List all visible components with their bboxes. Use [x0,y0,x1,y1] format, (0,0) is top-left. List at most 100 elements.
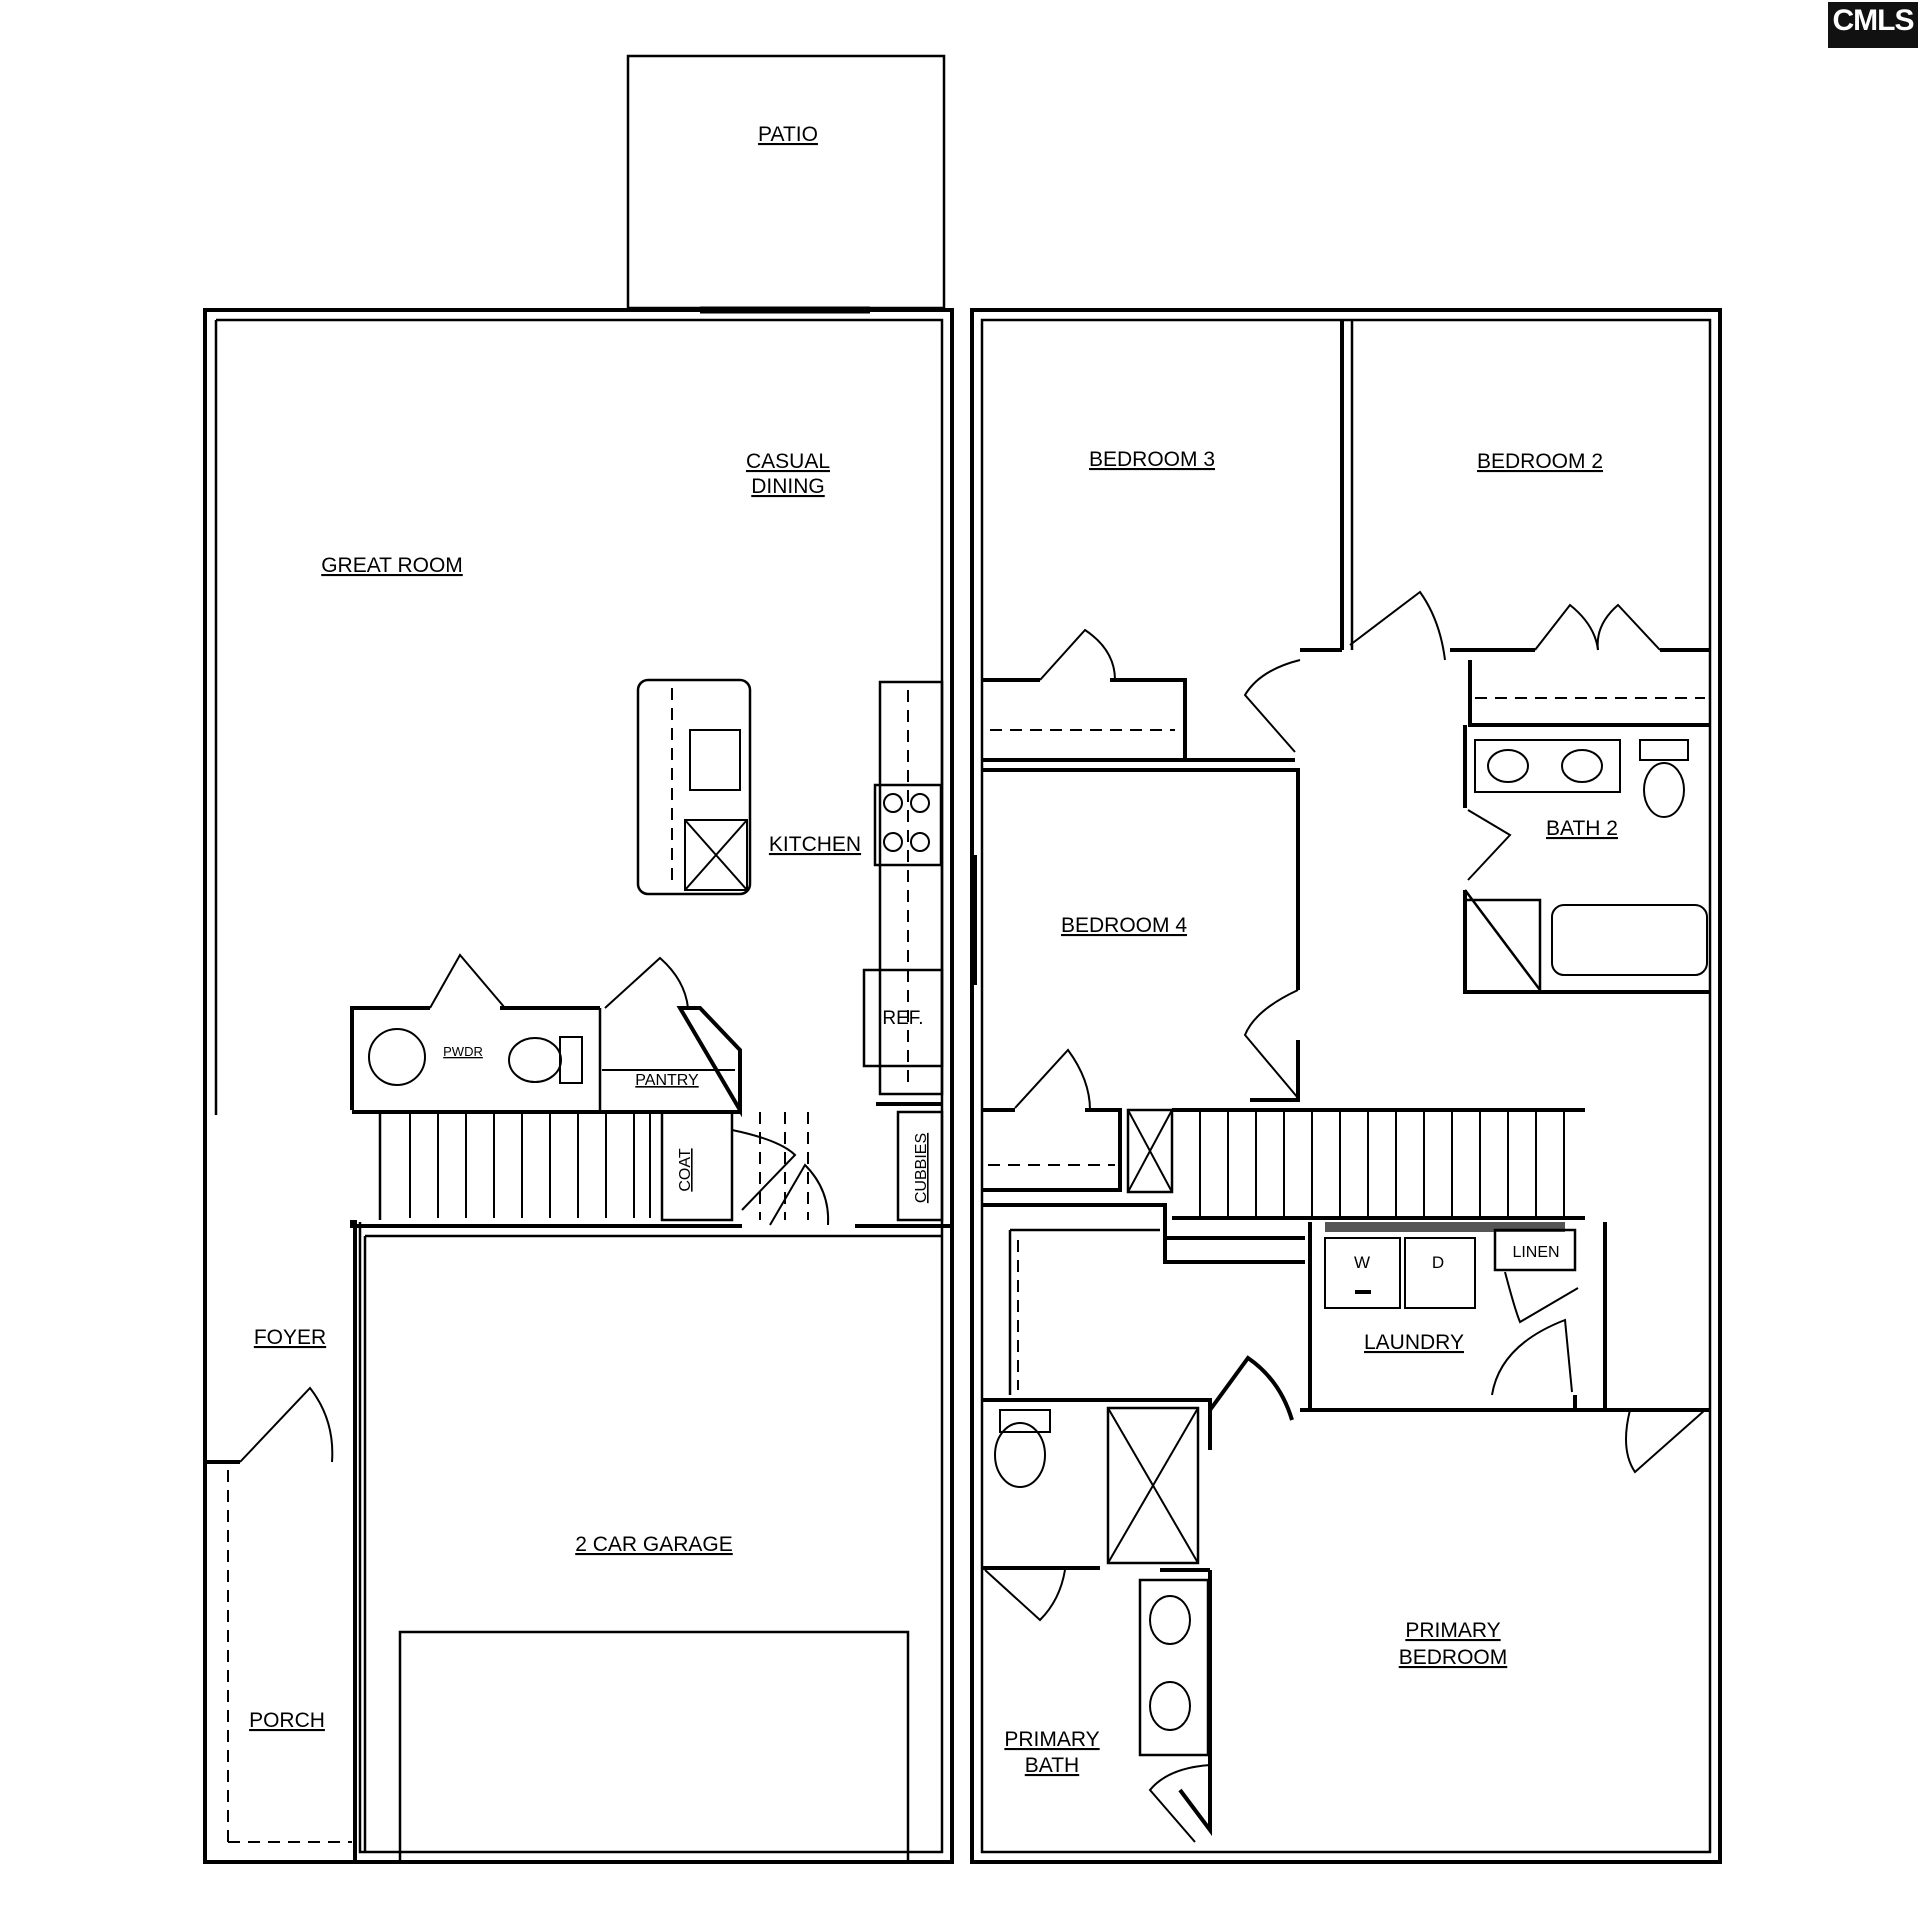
dryer [1404,1237,1476,1309]
bed4-door-swing [1243,989,1299,1099]
kitchen-counter [878,680,944,1096]
primary-sink [1149,1595,1191,1645]
laundry-label: LAUNDRY [1364,1331,1464,1354]
washer [1324,1237,1401,1309]
first-floor-exterior-wall [203,308,954,1864]
range-cooktop [873,783,943,867]
pwdr-toilet-tank [559,1036,583,1084]
linen-closet [1493,1228,1577,1272]
pantry-label: PANTRY [635,1072,699,1089]
linen-door-swing [1504,1271,1579,1324]
pwdr-label: PWDR [443,1044,483,1059]
burner-icon [883,793,903,813]
casual-dining-label-2: DINING [751,475,825,498]
burner-icon [883,832,903,852]
dishwasher-x [684,819,748,891]
porch-label: PORCH [249,1709,325,1732]
bath2-vanity [1474,739,1621,793]
kitchen-island [636,678,752,896]
ref-label: REF. [882,1008,923,1029]
burner-icon [910,793,930,813]
stair-treads [409,1114,651,1218]
first-floor-interior-wall-line [214,318,944,1854]
bed3-door-swing [1243,659,1301,753]
cmls-logo: CMLS [1828,2,1918,48]
garage-door [398,1630,910,1864]
pwdr-pantry-wall [350,1006,742,1118]
first-floor [203,54,954,1864]
bed3-closet-wall [982,678,1187,762]
great-room-label: GREAT ROOM [321,554,463,577]
primary-bedroom-door-swing [1625,1409,1706,1474]
primary-bath-wall [1160,1355,1294,1836]
primary-wc-door-swing [984,1569,1066,1622]
patio-label: PATIO [758,123,818,146]
hall-closet-wall [982,1203,1305,1264]
primary-toilet [994,1422,1046,1488]
bedroom4-label: BEDROOM 4 [1061,914,1187,937]
bath2-wall [1463,725,1710,994]
kitchen-label: KITCHEN [769,833,861,856]
laundry-door-swing [1491,1318,1573,1396]
second-floor-inner-line [980,318,1712,1854]
pwdr-sink [368,1028,426,1086]
bed4-closet-wall [982,1108,1122,1192]
second-floor [970,308,1722,1864]
primary-bath-label-2: BATH [1025,1754,1079,1777]
garage-inner-line [363,1234,942,1852]
bed4-wall [982,768,1300,1102]
upper-stair-treads [1199,1112,1565,1216]
hall-closet-outline [1008,1228,1160,1395]
attic-access-x [1127,1109,1173,1193]
linen-label: LINEN [1512,1244,1559,1261]
bath2-door-swing [1467,809,1512,881]
logo-text: CMLS [1832,4,1915,37]
laundry-right-wall [1573,1395,1710,1412]
primary-shower [1106,1406,1200,1565]
bath2-label: BATH 2 [1546,817,1618,840]
pwdr-toilet [508,1037,562,1083]
washer-label: W [1354,1253,1370,1272]
garage-entry-door-swing [769,1163,830,1226]
bath2-toilet-tank [1639,739,1689,761]
foyer-label: FOYER [254,1326,326,1349]
primary-bath-door-swing [1148,1764,1211,1843]
bath2-toilet [1643,762,1685,818]
dryer-label: D [1432,1253,1444,1272]
laundry-hatched-shelf [1325,1222,1485,1232]
cubbies [896,1110,944,1222]
refrigerator [862,968,944,1068]
laundry-hatched-shelf [1460,1222,1565,1232]
washer-dial [1355,1290,1371,1294]
burner-icon [910,832,930,852]
casual-dining-label-1: CASUAL [746,450,830,473]
primary-shower-x [1107,1407,1199,1564]
primary-bedroom-label-2: BEDROOM [1399,1646,1508,1669]
primary-sink [1149,1681,1191,1731]
coat-closet [660,1110,734,1222]
primary-bedroom-label-1: PRIMARY [1405,1619,1500,1642]
bed2-closet-door-left [1534,603,1599,651]
primary-toilet-tank [999,1409,1051,1433]
bed2-door-swing [1349,590,1446,661]
garage-label: 2 CAR GARAGE [575,1533,733,1556]
pantry-door-swing [604,956,689,1009]
front-door-swing [239,1386,334,1463]
second-floor-exterior-wall [970,308,1722,1864]
patio-slab [626,54,946,310]
cubbies-label: CUBBIES [913,1133,930,1203]
coat-door-swing [731,1129,797,1211]
dishwasher [684,819,748,891]
attic-access [1126,1108,1174,1194]
coat-label: COAT [677,1148,694,1191]
bath2-sink [1561,749,1603,783]
bed2-closet-door-right [1596,603,1661,651]
bedroom2-label: BEDROOM 2 [1477,450,1603,473]
bed3-lower-wall [1185,648,1342,762]
bath2-sink [1487,749,1529,783]
primary-bath-label-1: PRIMARY [1004,1728,1099,1751]
island-sink [689,729,741,791]
garage-wall [352,1220,357,1862]
bed2-closet-wall [1450,648,1710,727]
